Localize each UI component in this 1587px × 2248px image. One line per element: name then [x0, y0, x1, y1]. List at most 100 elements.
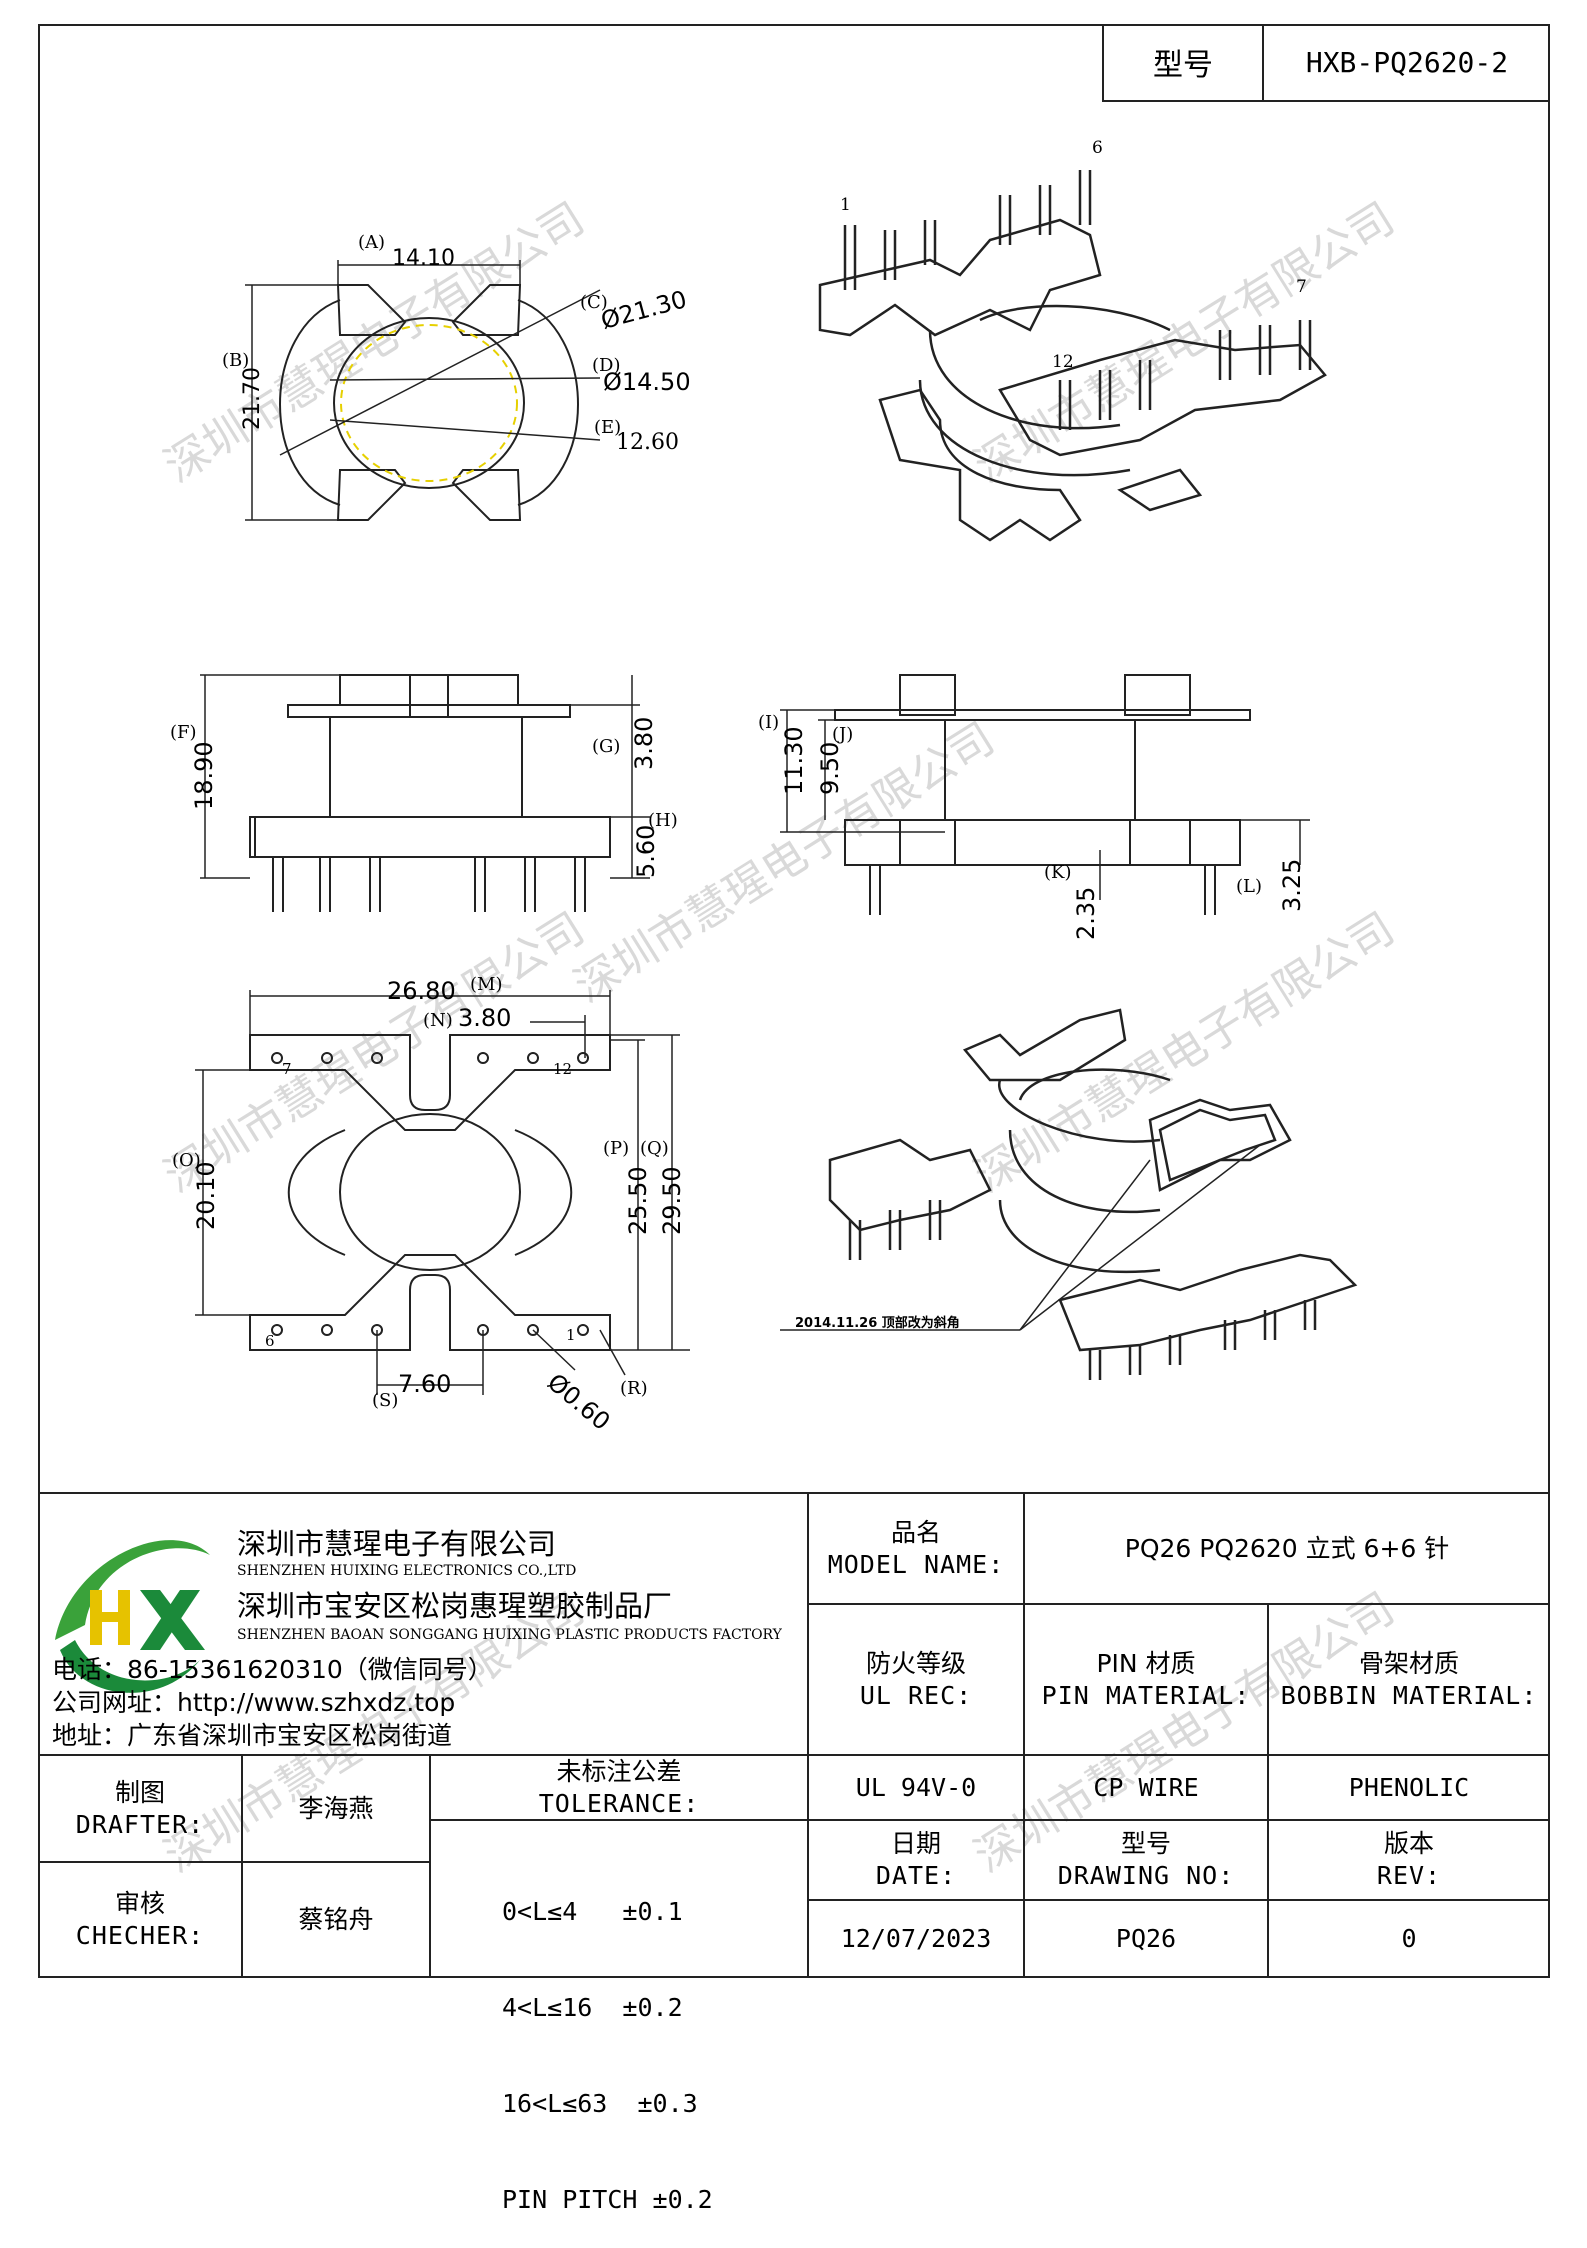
dim-g-value: 3.80 — [630, 716, 658, 770]
tolerance-row-2: 4<L≤16 ±0.2 — [502, 1993, 683, 2022]
dim-n-value: 3.80 — [458, 1004, 512, 1032]
bobbin-material-en: BOBBIN MATERIAL: — [1280, 1680, 1538, 1710]
company-address: 地址：广东省深圳市宝安区松岗街道 — [52, 1721, 453, 1750]
pin-6-label-iso: 6 — [1092, 138, 1103, 158]
dim-e-value: 12.60 — [616, 430, 679, 455]
top-view — [245, 260, 601, 521]
pin-12-label-iso: 12 — [1052, 352, 1074, 372]
technical-drawing — [38, 170, 1550, 1978]
model-name-en: MODEL NAME: — [827, 1549, 1005, 1579]
pin-material-en: PIN MATERIAL: — [1041, 1680, 1251, 1710]
dim-b-label: (B) — [222, 350, 250, 371]
tolerance-row-1: 0<L≤4 ±0.1 — [502, 1897, 683, 1926]
tolerance-row-3: 16<L≤63 ±0.3 — [502, 2089, 698, 2118]
checker-cn: 审核 — [114, 1889, 165, 1918]
ul-en: UL REC: — [859, 1680, 973, 1710]
drafter-cn: 制图 — [114, 1777, 165, 1807]
iso-view-bottom — [780, 1008, 1358, 1380]
header-model-value: HXB-PQ2620-2 — [1305, 45, 1509, 79]
dim-m-label: (M) — [470, 974, 503, 995]
dim-d-label: (D) — [592, 355, 621, 376]
dim-l-value: 3.25 — [1278, 858, 1306, 912]
model-name-header: 品名 MODEL NAME: — [808, 1493, 1024, 1604]
bottom-view — [195, 990, 690, 1395]
pin-12-label-bottom: 12 — [553, 1060, 573, 1078]
pin-7-label-iso: 7 — [1296, 277, 1307, 297]
rev-cn: 版本 — [1383, 1829, 1434, 1858]
iso-view-top — [818, 170, 1327, 542]
drawing-no-cn: 型号 — [1120, 1829, 1171, 1858]
dim-n-label: (N) — [423, 1010, 453, 1031]
rev-value: 0 — [1401, 1924, 1417, 1953]
dim-h-label: (H) — [648, 810, 678, 831]
dim-s-value: 7.60 — [398, 1370, 452, 1398]
rev-header: 版本 REV: — [1268, 1820, 1550, 1900]
dim-q-value: 29.50 — [658, 1166, 686, 1235]
company-name-en: SHENZHEN HUIXING ELECTRONICS CO.,LTD — [237, 1563, 577, 1579]
dim-c-label: (C) — [580, 292, 608, 313]
header-model-label: 型号 — [1104, 24, 1264, 100]
pin-material-value: CP WIRE — [1093, 1772, 1199, 1802]
factory-name-en: SHENZHEN BAOAN SONGGANG HUIXING PLASTIC … — [237, 1627, 782, 1643]
dim-o-label: (O) — [172, 1150, 201, 1171]
drafter-header: 制图 DRAFTER: — [38, 1755, 242, 1862]
checker-en: CHECHER: — [75, 1921, 205, 1950]
pin-material-cn: PIN 材质 — [1096, 1648, 1196, 1678]
model-name-value-cell: PQ26 PQ2620 立式 6+6 针 — [1024, 1493, 1550, 1604]
ul-header: 防火等级 UL REC: — [808, 1604, 1024, 1755]
tolerance-row-4: PIN PITCH ±0.2 — [502, 2185, 713, 2214]
bobbin-material-cn: 骨架材质 — [1358, 1648, 1459, 1678]
pin-6-label-bottom: 6 — [265, 1332, 275, 1350]
drawing-frame — [38, 24, 1550, 1978]
tolerance-list: 0<L≤4 ±0.1 4<L≤16 ±0.2 16<L≤63 ±0.3 PIN … — [502, 1832, 713, 2248]
dim-i-value: 11.30 — [780, 726, 808, 795]
drawing-no-value: PQ26 — [1115, 1924, 1177, 1953]
date-header: 日期 DATE: — [808, 1820, 1024, 1900]
dim-q-label: (Q) — [640, 1138, 669, 1159]
dim-o-value: 20.10 — [192, 1161, 220, 1230]
dim-j-label: (J) — [832, 724, 854, 745]
model-name-value: PQ26 PQ2620 立式 6+6 针 — [1124, 1533, 1450, 1563]
drafter-en: DRAFTER: — [75, 1809, 205, 1839]
pin-material-header: PIN 材质 PIN MATERIAL: — [1024, 1604, 1268, 1755]
tolerance-en: TOLERANCE: — [538, 1788, 700, 1818]
date-en: DATE: — [875, 1861, 957, 1890]
model-name-cn: 品名 — [890, 1517, 941, 1547]
dim-g-label: (G) — [592, 736, 621, 757]
title-block-grid — [38, 1492, 1550, 1978]
date-value: 12/07/2023 — [840, 1924, 992, 1953]
dim-l-label: (L) — [1236, 876, 1262, 897]
ul-value: UL 94V-0 — [855, 1772, 977, 1802]
dim-k-value: 2.35 — [1072, 886, 1100, 940]
ul-cn: 防火等级 — [865, 1648, 966, 1678]
dim-a-value: 14.10 — [392, 246, 455, 271]
dim-m-value: 26.80 — [387, 977, 456, 1005]
bobbin-material-header: 骨架材质 BOBBIN MATERIAL: — [1268, 1604, 1550, 1755]
dim-f-label: (F) — [170, 722, 197, 743]
checker-name: 蔡铭舟 — [298, 1905, 374, 1934]
pin-7-label-bottom: 7 — [282, 1060, 292, 1078]
drawing-no-header: 型号 DRAWING NO: — [1024, 1820, 1268, 1900]
dim-b-value: 21.70 — [240, 367, 265, 430]
rev-en: REV: — [1376, 1861, 1442, 1890]
company-logo — [55, 1540, 210, 1693]
dim-a-label: (A) — [358, 232, 386, 253]
dim-i-label: (I) — [758, 712, 780, 733]
dim-j-value: 9.50 — [816, 741, 844, 795]
company-website: 公司网址：http://www.szhxdz.top — [52, 1688, 456, 1717]
date-cn: 日期 — [890, 1829, 941, 1858]
drafter-name: 李海燕 — [298, 1793, 374, 1823]
factory-name-cn: 深圳市宝安区松岗惠瑆塑胶制品厂 — [237, 1589, 673, 1623]
pin-1-label-iso: 1 — [840, 195, 851, 215]
dim-p-value: 25.50 — [624, 1166, 652, 1235]
tolerance-header: 未标注公差 TOLERANCE: — [430, 1755, 808, 1820]
header-model-box: 型号 HXB-PQ2620-2 — [1102, 24, 1550, 102]
dim-f-value: 18.90 — [190, 741, 218, 810]
checker-header: 审核 CHECHER: — [38, 1862, 242, 1978]
tolerance-cn: 未标注公差 — [556, 1756, 682, 1786]
drawing-no-en: DRAWING NO: — [1057, 1861, 1235, 1890]
company-phone: 电话：86-15361620310（微信同号） — [52, 1655, 493, 1684]
front-view — [200, 674, 650, 912]
dim-s-label: (S) — [372, 1390, 399, 1411]
dim-r-label: (R) — [620, 1378, 648, 1399]
